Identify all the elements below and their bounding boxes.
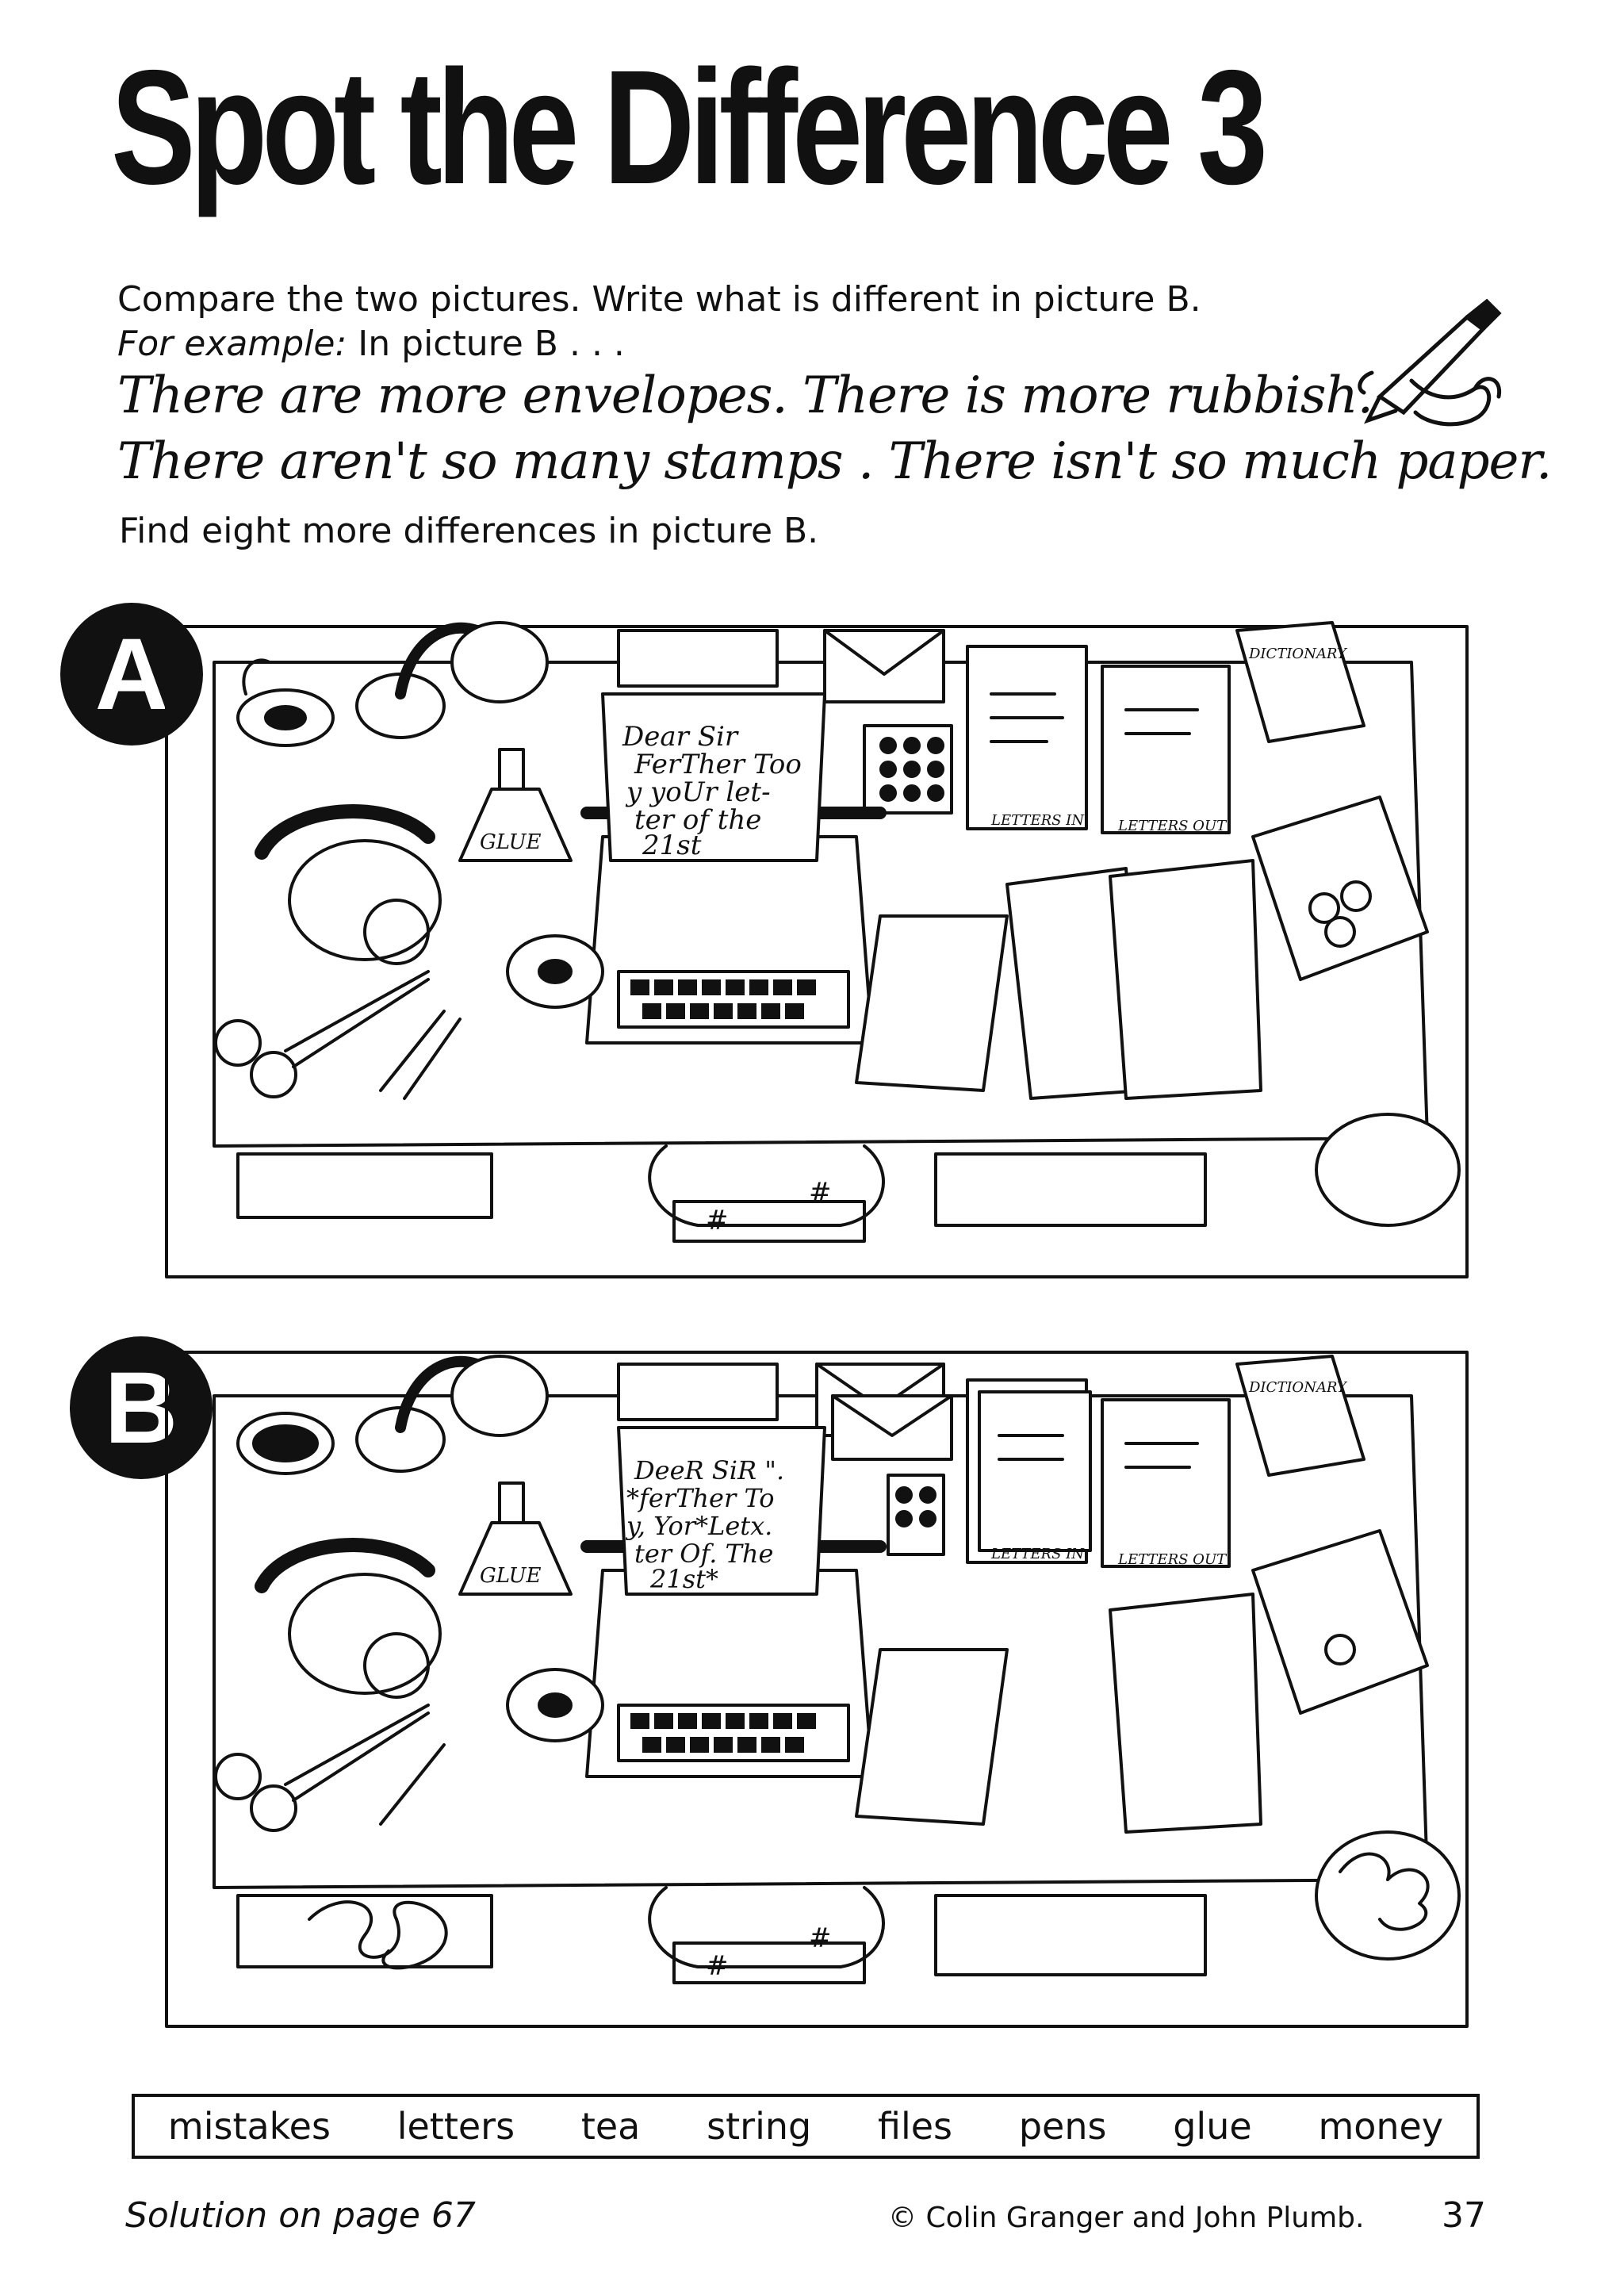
copyright: © Colin Granger and John Plumb. [888,2202,1365,2234]
letter-line: y yoUr let- [625,776,771,808]
picture-a-desk: # # [165,621,1469,1278]
dictionary-label: DICTIONARY [1248,1379,1348,1396]
svg-text:#: # [809,1922,832,1954]
glue-label: GLUE [480,830,542,854]
word-bank-item: pens [1018,2105,1107,2148]
tray-out-label: LETTERS OUT [1117,1551,1228,1568]
picture-b-desk: # # [165,1351,1469,2028]
word-bank-item: tea [580,2105,641,2148]
word-bank-item: files [878,2105,953,2148]
task-instruction: Find eight more differences in picture B… [119,511,819,551]
letter-line: Dear Sir [622,721,739,753]
word-bank-item: glue [1173,2105,1252,2148]
solution-note: Solution on page 67 [125,2195,476,2236]
letter-line: ter of the [634,804,761,836]
letter-line: DeeR SiR ". [634,1455,784,1485]
handwritten-example-2: There aren't so many stamps . There isn'… [117,432,1552,491]
letter-line: 21st [642,830,702,861]
letter-line: y, Yor*Letx. [625,1511,772,1541]
tray-in-label: LETTERS IN [990,812,1085,829]
tray-out-label: LETTERS OUT [1117,818,1228,834]
pen-hand-icon [1358,298,1502,427]
letter-line: 21st* [649,1564,718,1594]
word-bank-item: letters [396,2105,515,2148]
dictionary-label: DICTIONARY [1248,646,1348,662]
handwritten-example-1: There are more envelopes. There is more … [117,366,1373,425]
word-bank-item: mistakes [167,2105,331,2148]
letter-line: FerTher Too [634,749,802,780]
tray-in-label: LETTERS IN [990,1546,1085,1562]
example-text: In picture B . . . [358,324,625,364]
word-bank: mistakes letters tea string files pens g… [132,2094,1480,2159]
word-bank-item: money [1318,2105,1444,2148]
letter-line: ter Of. The [634,1539,773,1569]
word-bank-item: string [707,2105,812,2148]
svg-text:#: # [706,1205,729,1236]
example-line: For example: In picture B . . . [117,324,625,364]
page-title: Spot the Difference 3 [111,36,1268,218]
example-label: For example: [117,324,347,364]
glue-label: GLUE [480,1564,542,1588]
page-number: 37 [1442,2195,1486,2236]
letter-line: *ferTher To [626,1483,775,1513]
instruction-line: Compare the two pictures. Write what is … [117,279,1201,320]
svg-text:#: # [706,1950,729,1982]
svg-text:#: # [809,1177,832,1209]
